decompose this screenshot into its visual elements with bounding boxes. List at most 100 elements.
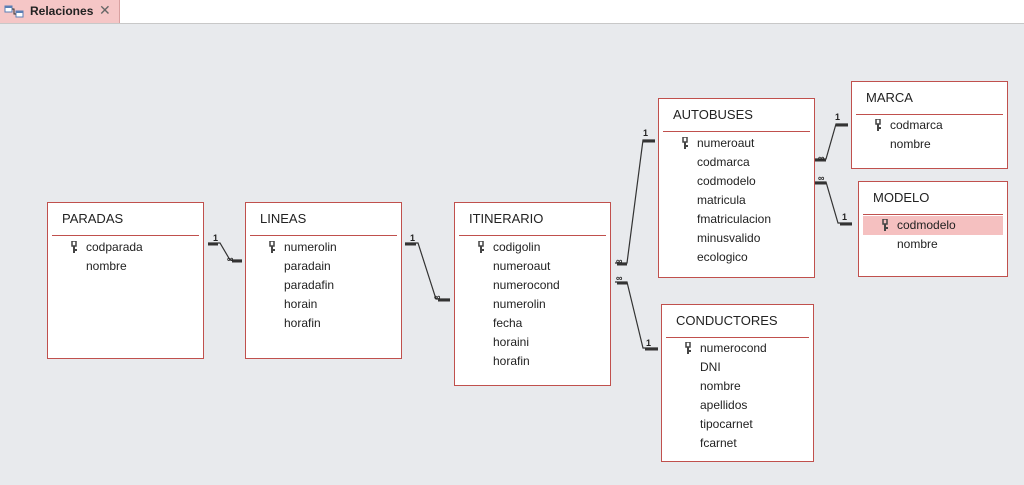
table-paradas[interactable]: PARADAS codparada nombre (47, 202, 204, 359)
field-row[interactable]: codmodelo (663, 172, 810, 191)
tab-relaciones[interactable]: Relaciones ✕ (0, 0, 120, 23)
cardinality-one: 1 (410, 233, 415, 243)
table-autobuses[interactable]: AUTOBUSES numeroaut codmarca codmodelo m… (658, 98, 815, 278)
relation-line-itinerario-conductores (615, 281, 658, 349)
primary-key-icon (685, 342, 691, 354)
relation-line-lineas-itinerario (405, 242, 450, 300)
title-divider (863, 214, 1003, 215)
field-name: numeroaut (697, 136, 755, 150)
cardinality-many: ∞ (616, 273, 623, 283)
field-name: DNI (700, 360, 721, 374)
field-name: codigolin (493, 240, 541, 254)
title-divider (666, 337, 809, 338)
field-row[interactable]: apellidos (666, 396, 809, 415)
field-row[interactable]: numerocond (666, 339, 809, 358)
field-name: numeroaut (493, 259, 551, 273)
title-divider (52, 235, 199, 236)
field-row[interactable]: minusvalido (663, 229, 810, 248)
field-row[interactable]: nombre (52, 257, 199, 276)
tab-label: Relaciones (30, 4, 94, 18)
field-name: nombre (890, 137, 931, 151)
field-row[interactable]: nombre (666, 377, 809, 396)
field-name: fmatriculacion (697, 212, 772, 226)
field-row[interactable]: nombre (863, 235, 1003, 254)
field-name: matricula (697, 193, 746, 207)
relation-line-itinerario-autobuses (615, 139, 655, 264)
field-name: numerocond (700, 341, 767, 355)
field-name: paradafin (284, 278, 335, 292)
field-row[interactable]: fmatriculacion (663, 210, 810, 229)
table-title: MARCA (866, 90, 913, 105)
primary-key-icon (875, 119, 881, 131)
field-row[interactable]: numerocond (459, 276, 606, 295)
relationships-canvas: 1 ∞ 1 ∞ 1 ∞ 1 ∞ 1 ∞ 1 ∞ PARADAS codparad… (0, 24, 1024, 485)
primary-key-icon (682, 137, 688, 149)
field-name: paradain (284, 259, 331, 273)
table-title: CONDUCTORES (676, 313, 778, 328)
field-row[interactable]: fecha (459, 314, 606, 333)
primary-key-icon (882, 219, 888, 231)
field-name: apellidos (700, 398, 748, 412)
field-name: horain (284, 297, 318, 311)
field-row[interactable]: fcarnet (666, 434, 809, 453)
field-row[interactable]: horafin (459, 352, 606, 371)
field-row[interactable]: codmarca (856, 116, 1003, 135)
field-row[interactable]: codigolin (459, 238, 606, 257)
field-row[interactable]: paradain (250, 257, 397, 276)
field-row[interactable]: numeroaut (459, 257, 606, 276)
table-title: ITINERARIO (469, 211, 544, 226)
relationships-icon (4, 5, 24, 18)
table-conductores[interactable]: CONDUCTORES numerocond DNI nombre apelli… (661, 304, 814, 462)
table-title: LINEAS (260, 211, 307, 226)
title-divider (663, 131, 810, 132)
field-row[interactable]: ecologico (663, 248, 810, 267)
cardinality-many: ∞ (818, 173, 825, 183)
field-row[interactable]: numerolin (459, 295, 606, 314)
table-modelo[interactable]: MODELO codmodelo nombre (858, 181, 1008, 277)
primary-key-icon (478, 241, 484, 253)
field-name: codmarca (697, 155, 750, 169)
relationship-lines: 1 ∞ 1 ∞ 1 ∞ 1 ∞ 1 ∞ 1 ∞ (208, 112, 852, 351)
field-row[interactable]: tipocarnet (666, 415, 809, 434)
field-name: tipocarnet (700, 417, 753, 431)
field-name: codmodelo (897, 218, 956, 232)
field-row[interactable]: codmarca (663, 153, 810, 172)
cardinality-many: ∞ (818, 153, 825, 163)
field-row[interactable]: horaini (459, 333, 606, 352)
relation-line-paradas-lineas (208, 242, 242, 261)
field-name: horaini (493, 335, 530, 349)
field-name: numerocond (493, 278, 560, 292)
table-lineas[interactable]: LINEAS numerolin paradain paradafin hora… (245, 202, 402, 359)
field-name: codmarca (890, 118, 943, 132)
title-divider (856, 114, 1003, 115)
field-row[interactable]: matricula (663, 191, 810, 210)
cardinality-many: ∞ (434, 292, 441, 302)
field-row[interactable]: DNI (666, 358, 809, 377)
cardinality-one: 1 (646, 338, 651, 348)
primary-key-icon (269, 241, 275, 253)
field-row[interactable]: paradafin (250, 276, 397, 295)
cardinality-one: 1 (842, 212, 847, 222)
field-row[interactable]: nombre (856, 135, 1003, 154)
table-title: AUTOBUSES (673, 107, 753, 122)
close-icon[interactable]: ✕ (99, 2, 111, 18)
tab-bar: Relaciones ✕ (0, 0, 1024, 24)
table-marca[interactable]: MARCA codmarca nombre (851, 81, 1008, 169)
primary-key-icon (71, 241, 77, 253)
cardinality-one: 1 (213, 233, 218, 243)
field-row[interactable]: horafin (250, 314, 397, 333)
field-row[interactable]: codparada (52, 238, 199, 257)
table-itinerario[interactable]: ITINERARIO codigolin numeroaut numerocon… (454, 202, 611, 386)
field-row[interactable]: horain (250, 295, 397, 314)
field-name: codmodelo (697, 174, 756, 188)
field-name: horafin (493, 354, 530, 368)
field-name: nombre (897, 237, 938, 251)
field-row-selected[interactable]: codmodelo (863, 216, 1003, 235)
field-row[interactable]: numeroaut (663, 134, 810, 153)
title-divider (250, 235, 397, 236)
field-name: minusvalido (697, 231, 761, 245)
cardinality-one: 1 (643, 128, 648, 138)
field-row[interactable]: numerolin (250, 238, 397, 257)
field-name: fcarnet (700, 436, 737, 450)
field-name: numerolin (284, 240, 337, 254)
